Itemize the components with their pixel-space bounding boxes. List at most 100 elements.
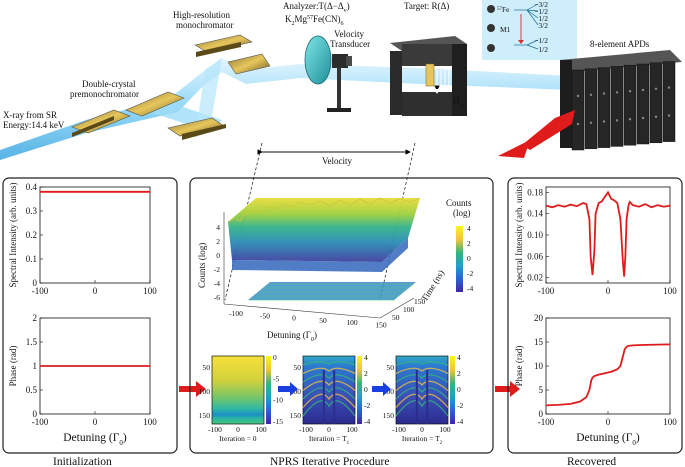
beamline-schematic: 57Fe M1 −3/2−1/21/23/2 −1/21/2 X-ray fro… (0, 0, 682, 160)
z-tick-label: -6 (214, 293, 220, 302)
transducer-stand (337, 67, 341, 109)
map-x-tick: 100 (439, 425, 451, 434)
y-axis-label-3d: Time (ns) (419, 268, 446, 303)
apd-element-1 (584, 68, 598, 150)
map-fringe (302, 361, 356, 366)
map-colorbar-tick: 0 (364, 385, 368, 394)
projection-stripes (248, 283, 414, 301)
map-fringe (395, 387, 449, 400)
map-colorbar-tick: -10 (273, 396, 283, 405)
apd-dot (654, 87, 658, 91)
x-axis-label-3d: Detuning (Γ0) (267, 330, 317, 343)
target-sample (425, 63, 435, 87)
magnet-left (390, 51, 402, 115)
analyzer-label: Analyzer:T(Δ−Δv) (283, 1, 350, 14)
x-tick-label-3d: 50 (319, 316, 327, 325)
initialization-panel (2, 177, 178, 454)
x-tick-label-3d: -100 (229, 309, 243, 318)
map-fringe (395, 393, 449, 408)
y-tick-label: 2 (33, 313, 38, 323)
map-colorbar (357, 356, 362, 424)
z-tick-label: 0 (216, 251, 220, 260)
apd-dot (628, 90, 632, 93)
map-y-tick: 150 (199, 411, 211, 420)
y-axis-label: Spectral Intensity (arb. units) (8, 183, 18, 288)
y-axis-label: Phase (rad) (8, 346, 18, 387)
map-fringe (302, 393, 356, 408)
y-tick-label: 0.10 (527, 230, 543, 240)
x-tick-label-3d: -50 (260, 311, 270, 320)
recovered-caption: Recovered (567, 456, 616, 467)
x-tick-label: 0 (93, 417, 98, 427)
apd-dot (667, 86, 671, 89)
xray-beam (0, 58, 570, 160)
map-label: Iteration = T2 (402, 434, 443, 446)
hrm-crystal-3-edge (182, 124, 226, 140)
surface-ridge (227, 197, 421, 223)
apd-dot (615, 119, 619, 122)
analyzer-foil (304, 35, 332, 85)
lower-level-labels: −1/21/2 (534, 36, 548, 54)
colorbar-ticks: 420-2-4 (467, 224, 473, 293)
level-scheme (514, 3, 539, 50)
apd-dot (589, 121, 593, 125)
map-y-tick: 100 (290, 387, 302, 396)
colorbar-tick-label: -4 (467, 284, 473, 293)
apd-element-4 (623, 64, 637, 146)
magnet-right (452, 44, 467, 116)
analyzer-formula: K2Mg57Fe(CN)6 (285, 14, 344, 27)
y-tick-label: 0.14 (527, 209, 543, 219)
x-tick-label: -100 (538, 417, 555, 427)
map-colorbar-tick: 0 (273, 353, 277, 362)
x-tick-label: -100 (32, 417, 49, 427)
map-colorbar-tick: 2 (364, 369, 368, 378)
lower-level-0: −1/2 (534, 36, 548, 45)
map-image (395, 355, 449, 425)
map-colorbar-tick: -5 (273, 374, 279, 383)
z-tick-label: 2 (216, 237, 220, 246)
y-tick-label: 15 (534, 337, 544, 347)
x-axis-3d (223, 303, 381, 319)
apd-dot (602, 120, 606, 123)
map-colorbar-tick: -4 (364, 417, 370, 426)
spin-icons (487, 5, 495, 52)
map-arrow-1 (278, 382, 298, 396)
premonochromator-crystal-edge (72, 116, 114, 137)
lower-level-1: 1/2 (538, 45, 548, 54)
field-arrows (434, 70, 450, 91)
y-tick-label: 0 (33, 278, 38, 288)
y-tick-label: 1 (33, 361, 38, 371)
apd-label: 8-element APDs (590, 39, 650, 49)
arrow-init-to-nprs (179, 381, 206, 397)
level-isotope-label: 57Fe (497, 5, 510, 14)
surface-projection (248, 282, 416, 300)
hrm-crystal-1-edge (196, 42, 241, 57)
apd-dot (615, 91, 619, 94)
map-fringe (302, 380, 356, 392)
y-tick-label: 0 (539, 409, 544, 419)
map-fringe (302, 374, 356, 383)
map-fringe (302, 367, 356, 375)
z-tick-label: -4 (214, 279, 220, 288)
colorbar-tick-label: 0 (467, 254, 471, 263)
x-tick-label: -100 (32, 286, 49, 296)
target-label: Target: R(Δ) (404, 1, 449, 11)
apd-dot (667, 114, 671, 117)
upper-level-0: −3/2 (534, 0, 548, 9)
map-colorbar-tick: -2 (457, 401, 463, 410)
colorbar-tick-label: -2 (467, 269, 473, 278)
map-colorbar-tick: 4 (457, 353, 461, 362)
y-tick-label: 0.3 (26, 206, 38, 216)
x-tick-label-3d: 150 (375, 321, 387, 330)
map-fringe (302, 387, 356, 400)
z-ticks: 420-2-4-6 (214, 223, 221, 302)
